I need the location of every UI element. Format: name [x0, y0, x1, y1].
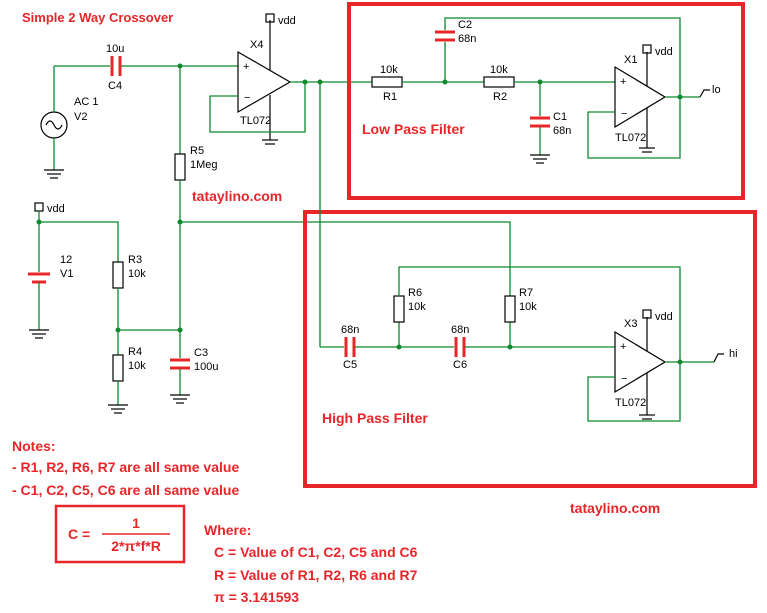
formula-lhs: C = [68, 526, 90, 542]
x4-vdd: vdd [278, 15, 296, 27]
opamp-x3: + − [614, 317, 667, 420]
resistor-r6 [393, 295, 405, 323]
r7-ref: R7 [519, 287, 533, 299]
where-pi: π = 3.141593 [214, 589, 299, 605]
watermark-top: tataylino.com [192, 188, 282, 204]
r6-value: 10k [408, 301, 426, 313]
resistor-r5 [174, 153, 186, 181]
formula-box [54, 504, 186, 564]
left-vdd: vdd [47, 203, 65, 215]
capacitor-c1 [530, 116, 550, 128]
x3-part: TL072 [615, 397, 646, 409]
r1-value: 10k [380, 64, 398, 76]
capacitor-c4 [110, 56, 122, 76]
r5-ref: R5 [190, 145, 204, 157]
r4-ref: R4 [128, 346, 142, 358]
c4-ref: C4 [108, 80, 122, 92]
c4-value: 10u [106, 43, 124, 55]
battery-v1 [28, 222, 50, 339]
svg-text:−: − [621, 373, 627, 385]
v2-value: AC 1 [74, 96, 98, 108]
r2-value: 10k [490, 64, 508, 76]
r7-value: 10k [519, 301, 537, 313]
x3-vdd: vdd [655, 311, 673, 323]
low-pass-box [347, 2, 745, 200]
vdd-flag-icon [642, 309, 652, 319]
formula-denominator: 2*π*f*R [111, 538, 161, 554]
svg-text:+: + [243, 61, 249, 73]
resistor-r3 [112, 261, 124, 289]
vdd-flag-icon [34, 202, 44, 212]
x4-ref: X4 [250, 39, 263, 51]
output-lo-flag-icon [699, 89, 710, 98]
r5-value: 1Meg [190, 159, 218, 171]
c2-value: 68n [458, 33, 476, 45]
c6-value: 68n [451, 324, 469, 336]
resistor-r7 [504, 295, 516, 323]
vdd-flag-icon [642, 44, 652, 54]
x1-vdd: vdd [655, 46, 673, 58]
r2-ref: R2 [493, 91, 507, 103]
capacitor-c5 [344, 337, 356, 357]
where-heading: Where: [204, 522, 251, 538]
c2-ref: C2 [458, 19, 472, 31]
formula-numerator: 1 [132, 515, 140, 531]
r6-ref: R6 [408, 287, 422, 299]
diagram-title: Simple 2 Way Crossover [22, 10, 173, 25]
ac-source-v2 [40, 66, 68, 179]
where-c: C = Value of C1, C2, C5 and C6 [214, 544, 418, 560]
output-lo-label: lo [712, 84, 721, 96]
notes-line-2: - C1, C2, C5, C6 are all same value [12, 482, 239, 498]
capacitor-c2 [435, 30, 455, 42]
c3-ref: C3 [194, 347, 208, 359]
v2-ref: V2 [74, 111, 87, 123]
r3-value: 10k [128, 268, 146, 280]
resistor-r4 [112, 354, 124, 382]
v1-value: 12 [60, 254, 72, 266]
c5-value: 68n [341, 324, 359, 336]
opamp-x1: + − [614, 52, 667, 153]
x3-ref: X3 [624, 318, 637, 330]
where-r: R = Value of R1, R2, R6 and R7 [214, 567, 418, 583]
r4-value: 10k [128, 360, 146, 372]
svg-text:−: − [621, 108, 627, 120]
x1-ref: X1 [624, 54, 637, 66]
high-pass-box [303, 210, 757, 488]
c6-ref: C6 [453, 359, 467, 371]
notes-line-1: - R1, R2, R6, R7 are all same value [12, 459, 239, 475]
resistor-r1 [371, 76, 403, 88]
c1-ref: C1 [553, 111, 567, 123]
high-pass-label: High Pass Filter [322, 410, 428, 426]
svg-text:+: + [620, 341, 626, 353]
capacitor-c6 [454, 337, 466, 357]
notes-heading: Notes: [12, 438, 56, 454]
x4-part: TL072 [240, 115, 271, 127]
x1-part: TL072 [615, 132, 646, 144]
capacitor-c3 [170, 358, 190, 370]
r1-ref: R1 [383, 91, 397, 103]
c5-ref: C5 [343, 359, 357, 371]
v1-ref: V1 [60, 268, 73, 280]
r3-ref: R3 [128, 254, 142, 266]
low-pass-label: Low Pass Filter [362, 121, 465, 137]
c3-value: 100u [194, 361, 218, 373]
svg-text:+: + [620, 76, 626, 88]
c1-value: 68n [553, 125, 571, 137]
output-hi-flag-icon [713, 353, 724, 363]
watermark-bottom: tataylino.com [570, 500, 660, 516]
resistor-r2 [483, 76, 515, 88]
opamp-x4: + − [237, 20, 292, 145]
vdd-flag-icon [265, 13, 275, 23]
output-hi-label: hi [729, 348, 738, 360]
svg-text:−: − [244, 92, 250, 104]
